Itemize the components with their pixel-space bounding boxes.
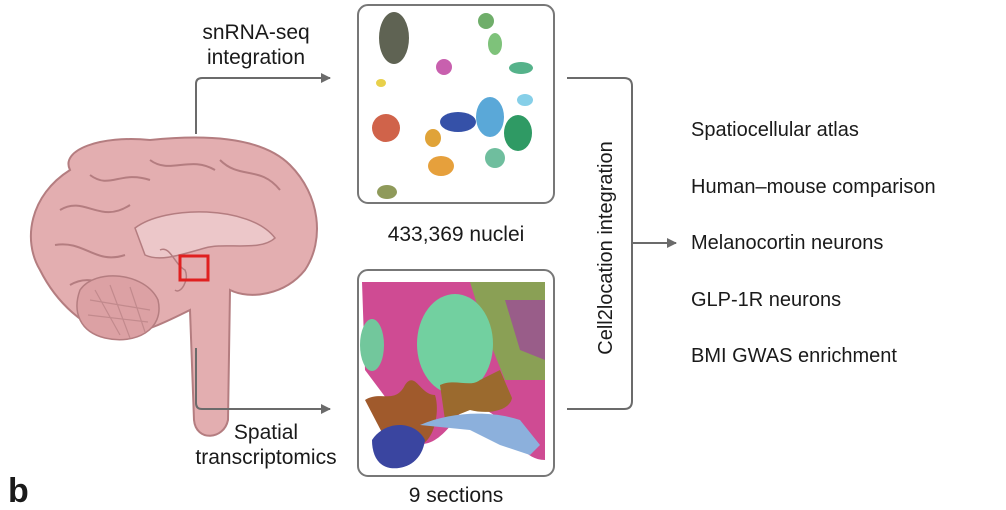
- brain-illustration: [29, 136, 318, 437]
- integration-bracket: [567, 77, 677, 410]
- umap-box: [357, 4, 555, 204]
- spatial-line1: Spatial: [233, 421, 299, 444]
- spatial-box: [357, 269, 555, 477]
- outcome-melanocortin-neurons: Melanocortin neurons: [691, 232, 884, 254]
- spatial-line2: transcriptomics: [195, 446, 337, 469]
- snrna-seq-line2: integration: [206, 46, 306, 69]
- spatial-panel: [357, 269, 555, 477]
- spatial-caption: 9 sections: [408, 484, 504, 507]
- outcome-spatiocellular-atlas: Spatiocellular atlas: [691, 119, 859, 141]
- umap-caption: 433,369 nuclei: [387, 223, 525, 246]
- snrna-seq-line1: snRNA-seq: [202, 21, 310, 44]
- cell2location-integration-label: Cell2location integration: [595, 141, 617, 355]
- input-arrows: [195, 73, 331, 414]
- umap-panel: [357, 4, 555, 204]
- arrow-to-spatial: [195, 348, 331, 414]
- arrow-to-snrna: [195, 73, 331, 134]
- outcome-glp1r-neurons: GLP-1R neurons: [691, 289, 842, 311]
- region-of-interest-box: [178, 254, 210, 282]
- outcome-bmi-gwas-enrichment: BMI GWAS enrichment: [691, 345, 897, 367]
- spatial-transcriptomics-label: Spatial transcriptomics: [181, 420, 351, 470]
- outcome-human-mouse-comparison: Human–mouse comparison: [691, 176, 936, 198]
- panel-letter: b: [8, 472, 29, 510]
- snrna-seq-label: snRNA-seq integration: [181, 20, 331, 70]
